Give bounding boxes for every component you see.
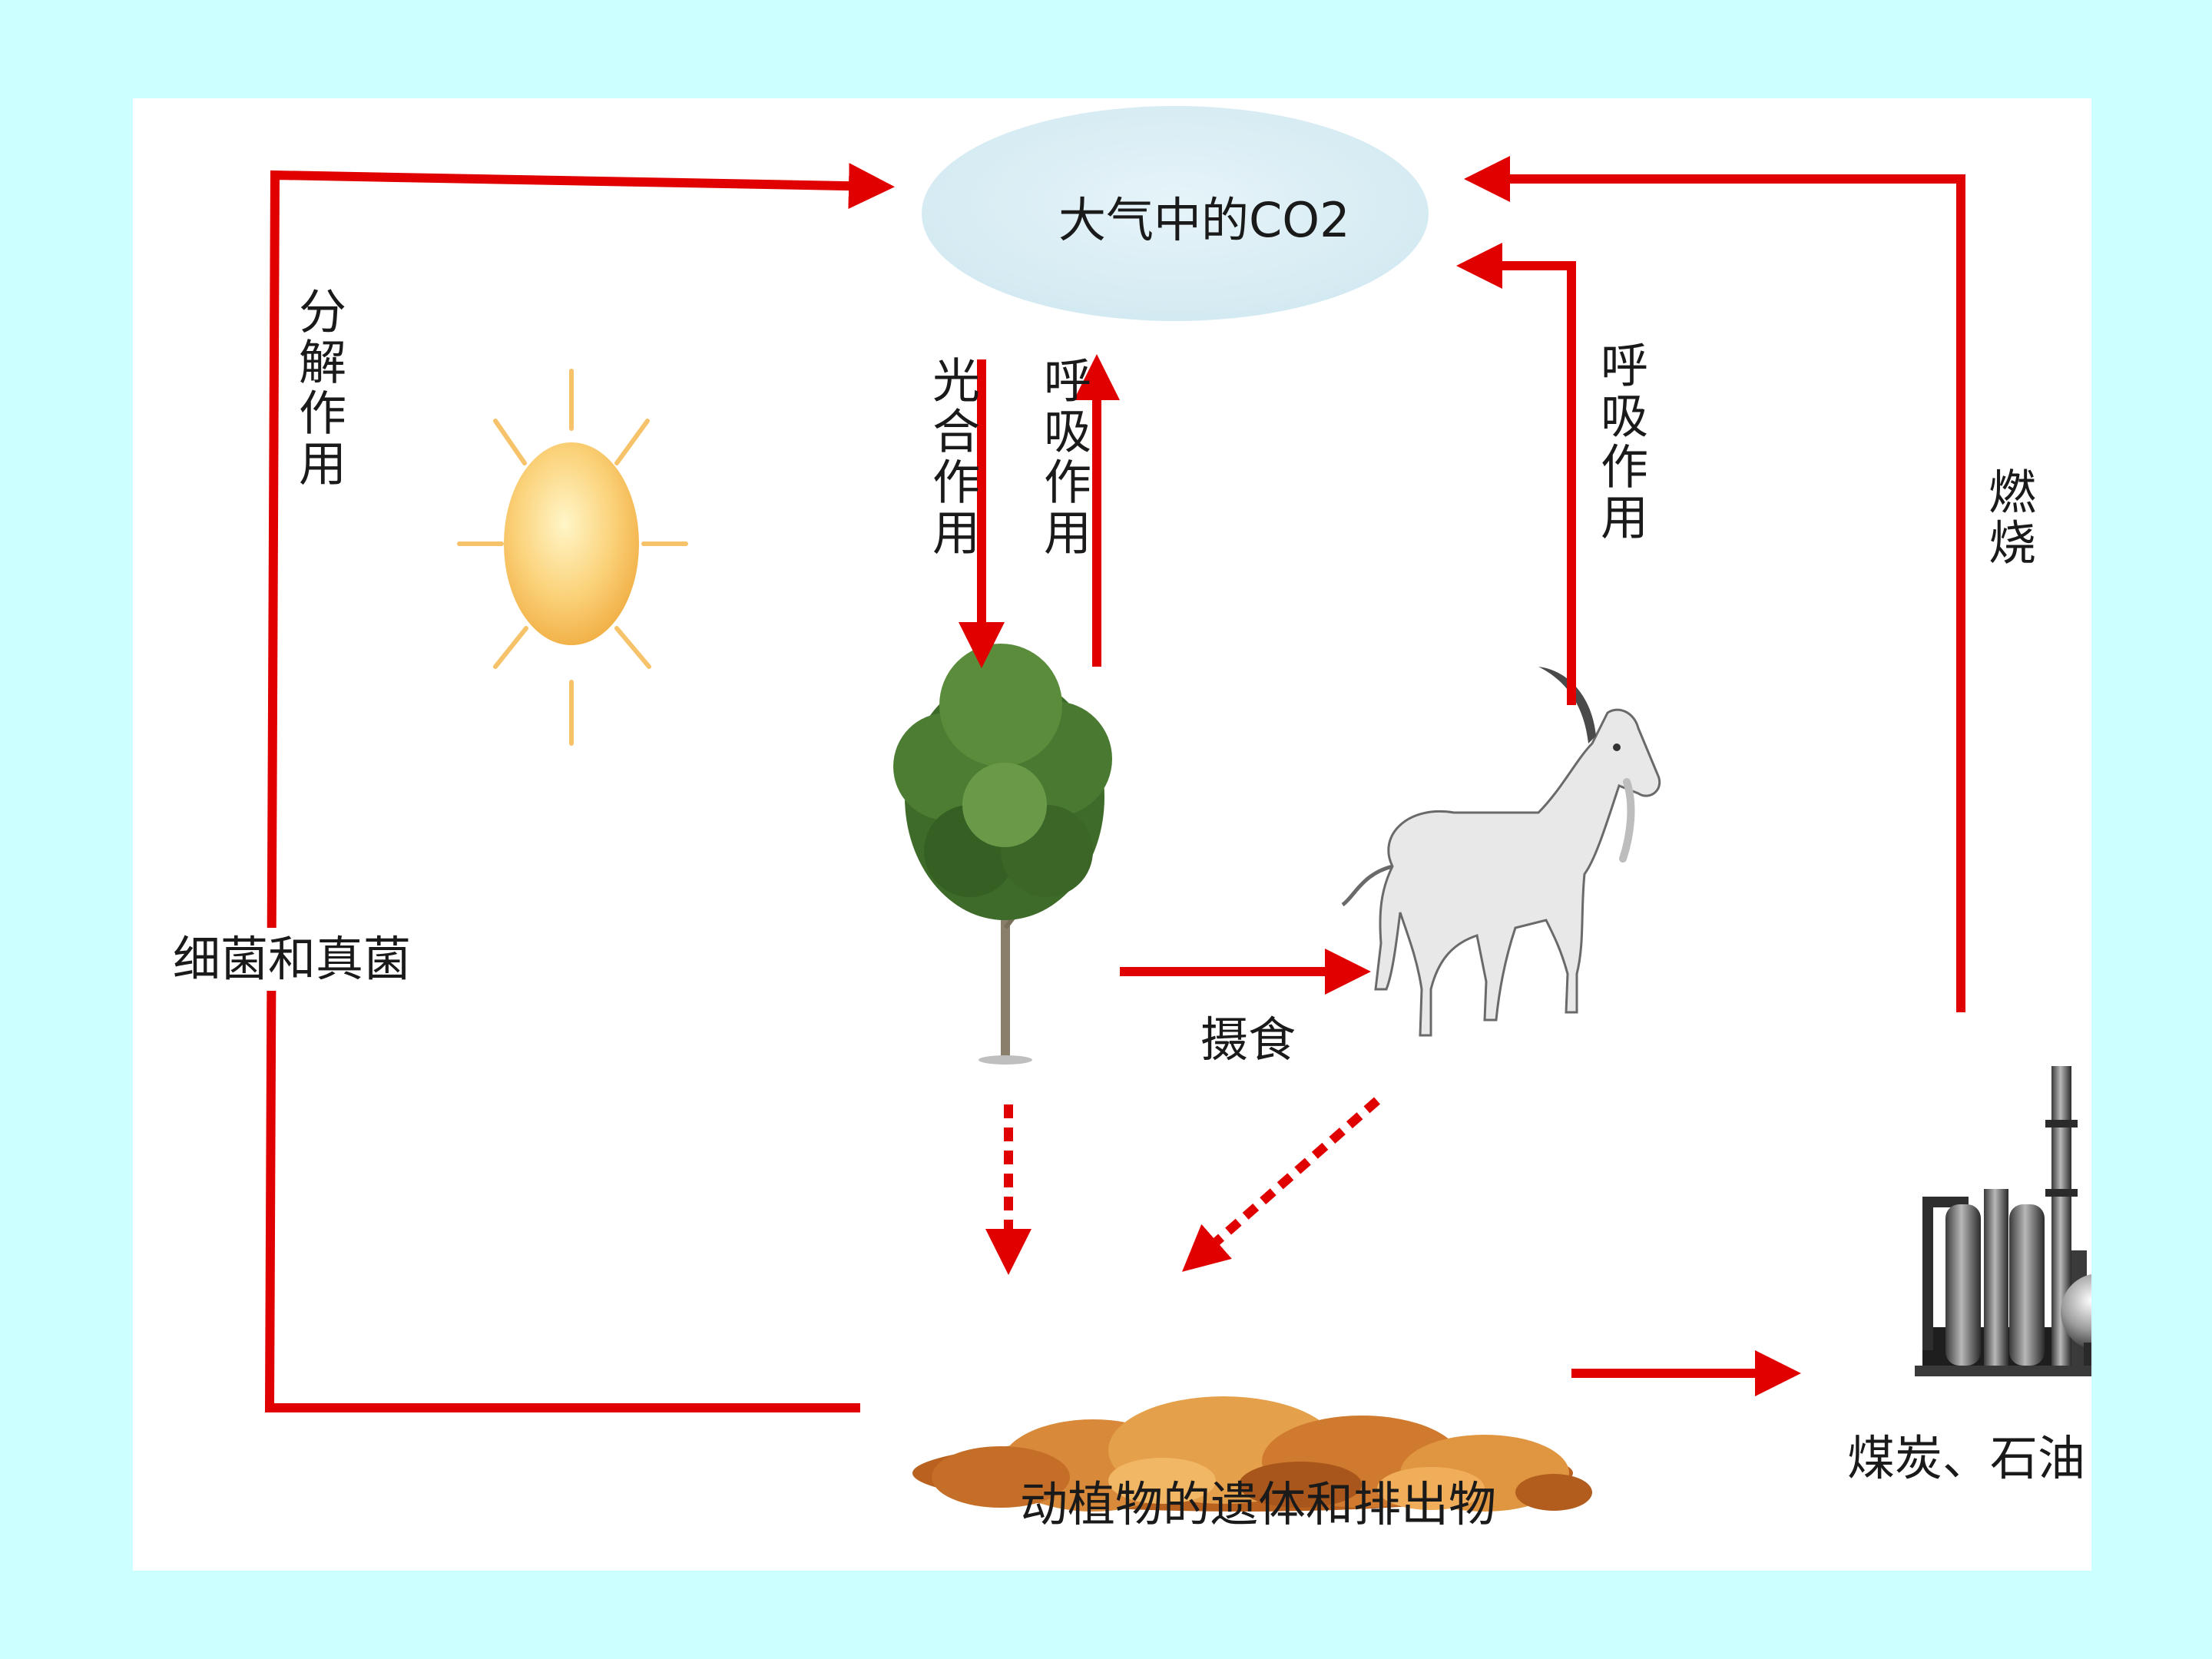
combustion-label: 燃烧	[1980, 467, 2036, 568]
atmosphere-cloud	[922, 106, 1429, 321]
carbon-cycle-diagram: 大气中的CO2 分解作用 光合作用 呼吸作用 呼吸作用 燃烧 细菌和真菌 摄食 …	[133, 98, 2091, 1571]
decomposition-arrow	[264, 163, 895, 1412]
decomposers-label: 细菌和真菌	[173, 928, 412, 991]
leaf-pile-icon	[912, 1396, 1592, 1512]
animal-respiration-arrow	[1456, 243, 1576, 705]
atmosphere-label: 大气中的CO2	[1058, 192, 1350, 248]
remains-label: 动植物的遗体和排出物	[1020, 1476, 1497, 1532]
feeding-label: 摄食	[1200, 1012, 1296, 1068]
factory-icon	[1915, 1066, 2091, 1376]
photosynthesis-label: 光合作用	[924, 356, 980, 558]
decomposition-label: 分解作用	[290, 286, 346, 489]
fossil-fuels-label: 煤炭、石油	[1847, 1430, 2086, 1486]
goat-remains-arrow	[1181, 1097, 1380, 1272]
arrows	[264, 156, 1965, 1412]
animal-respiration-label: 呼吸作用	[1592, 340, 1648, 543]
combustion-arrow	[1464, 156, 1965, 1012]
plant-respiration-label: 呼吸作用	[1035, 356, 1091, 558]
tree-icon	[893, 644, 1112, 1065]
sun-icon	[457, 369, 688, 746]
diagram-graphics	[264, 106, 2091, 1512]
goat-icon	[1341, 667, 1661, 1037]
